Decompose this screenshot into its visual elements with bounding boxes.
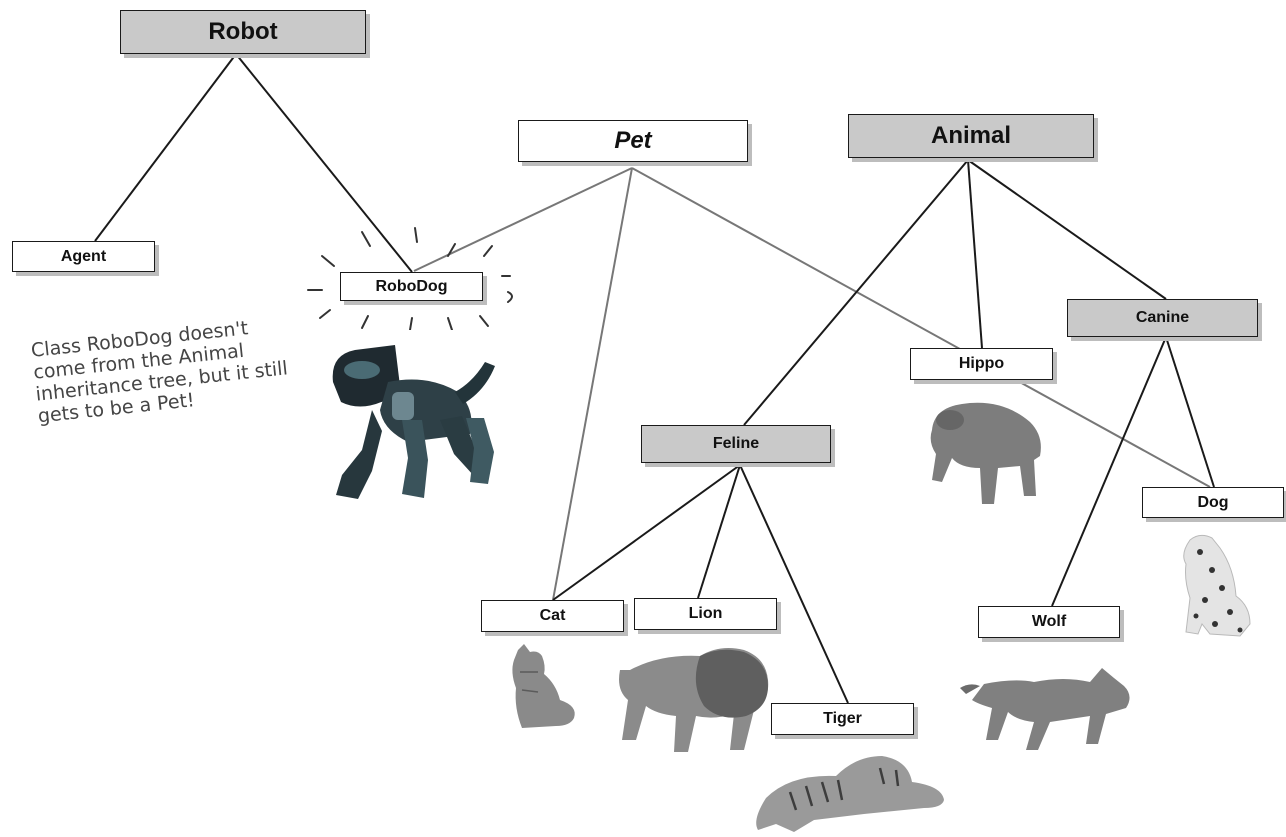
canine-class-box: Canine <box>1067 299 1258 337</box>
dog-class-box: Dog <box>1142 487 1284 518</box>
agent-class-box: Agent <box>12 241 155 272</box>
animal-class-box: Animal <box>848 114 1094 158</box>
edge-pet-to-dog <box>631 167 1211 488</box>
sparkle-marks <box>307 227 513 331</box>
edge-feline-to-tiger <box>739 464 849 704</box>
edge-feline-to-cat <box>552 464 741 601</box>
edge-robot-to-robodog <box>235 53 413 273</box>
robodog-photo <box>322 330 507 520</box>
robodog-class-box: RoboDog <box>340 272 483 301</box>
hippo-class-box: Hippo <box>910 348 1053 380</box>
tiger-class-box: Tiger <box>771 703 914 735</box>
edge-animal-to-canine <box>967 159 1167 300</box>
feline-class-box: Feline <box>641 425 831 463</box>
cat-photo <box>512 644 575 728</box>
dog-photo <box>1183 534 1251 637</box>
wolf-class-box: Wolf <box>978 606 1120 638</box>
edge-pet-to-cat <box>552 167 633 601</box>
lion-class-box: Lion <box>634 598 777 630</box>
cat-class-box: Cat <box>481 600 624 632</box>
edge-animal-to-feline <box>743 159 969 426</box>
pet-interface-box: Pet <box>518 120 748 162</box>
edge-pet-to-robodog <box>413 167 633 272</box>
hippo-photo <box>930 402 1041 504</box>
lion-photo <box>619 648 769 752</box>
tiger-photo <box>756 756 944 832</box>
edge-animal-to-hippo <box>967 159 983 349</box>
edge-robot-to-agent <box>94 53 237 242</box>
edge-canine-to-dog <box>1165 336 1215 488</box>
edge-canine-to-wolf <box>1051 336 1167 607</box>
robot-class-box: Robot <box>120 10 366 54</box>
wolf-photo <box>960 668 1130 750</box>
edge-feline-to-lion <box>697 464 741 599</box>
